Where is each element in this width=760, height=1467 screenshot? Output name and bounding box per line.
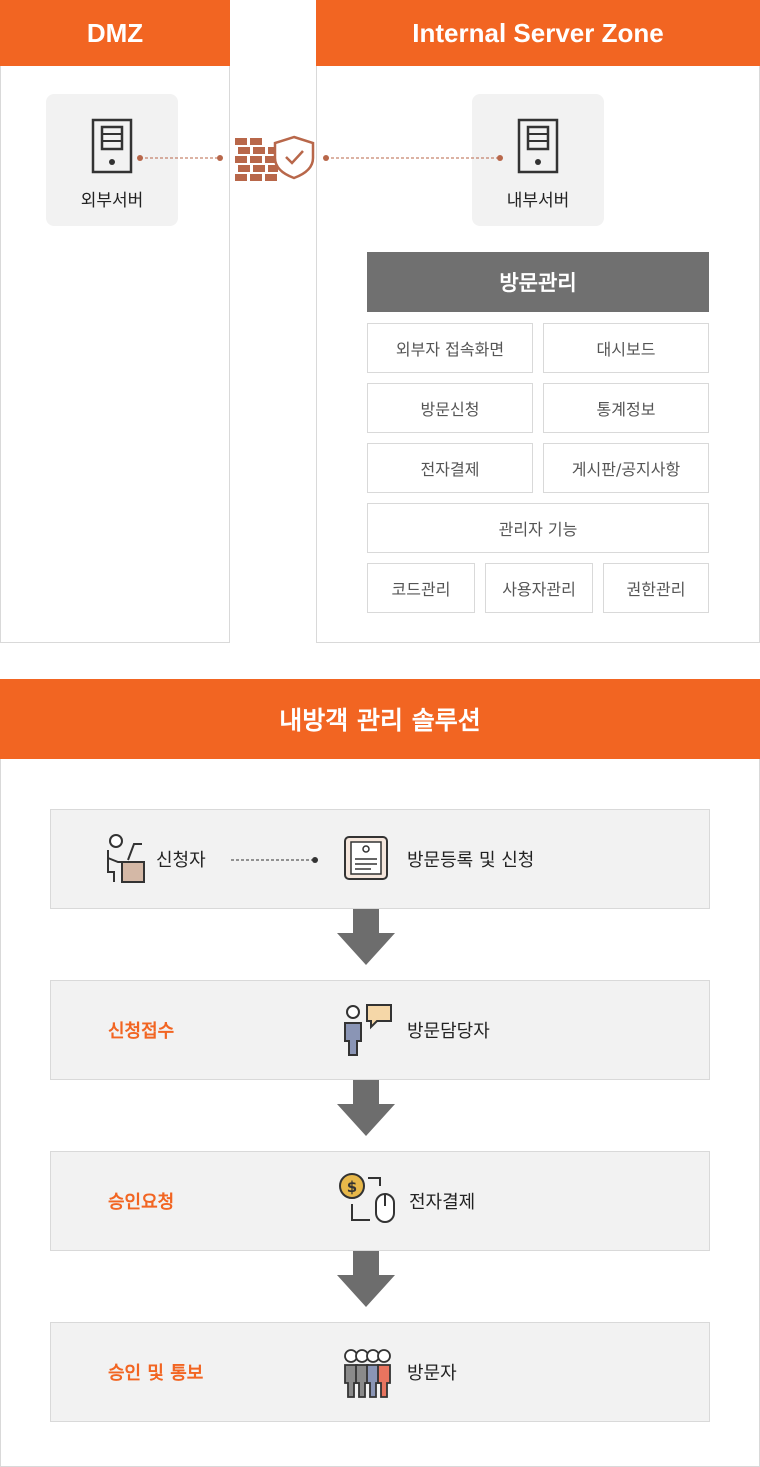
step-approval-request: 승인요청 $ 전자결제 xyxy=(50,1151,710,1251)
cell-user-management[interactable]: 사용자관리 xyxy=(485,563,593,613)
approval-request-label: 승인요청 xyxy=(108,1192,175,1213)
cell-code-management[interactable]: 코드관리 xyxy=(367,563,475,613)
step-apply: 신청자 방문등록 및 신청 xyxy=(50,809,710,909)
server-icon xyxy=(517,118,559,174)
dmz-zone: DMZ 외부서버 xyxy=(0,0,230,643)
registration-label: 방문등록 및 신청 xyxy=(407,850,535,871)
visitor-label: 방문자 xyxy=(407,1363,457,1384)
cell-admin-functions[interactable]: 관리자 기능 xyxy=(367,503,709,553)
cell-external-access[interactable]: 외부자 접속화면 xyxy=(367,323,533,373)
external-server-label: 외부서버 xyxy=(80,191,144,211)
server-icon xyxy=(91,118,133,174)
cell-permission-management[interactable]: 권한관리 xyxy=(603,563,709,613)
cell-statistics[interactable]: 통계정보 xyxy=(543,383,709,433)
cell-e-approval[interactable]: 전자결제 xyxy=(367,443,533,493)
staff-chat-icon xyxy=(344,1004,392,1056)
payment-icon: $ xyxy=(339,1173,395,1223)
dmz-zone-title: DMZ xyxy=(0,0,230,66)
applicant-label: 신청자 xyxy=(156,850,206,871)
network-connection xyxy=(137,135,503,181)
cell-board-notice[interactable]: 게시판/공지사항 xyxy=(543,443,709,493)
internal-server-card: 내부서버 xyxy=(472,94,604,226)
step-receipt: 신청접수 방문담당자 xyxy=(50,980,710,1080)
internal-server-label: 내부서버 xyxy=(506,191,570,211)
approval-notify-label: 승인 및 통보 xyxy=(108,1363,204,1384)
down-arrow-icon xyxy=(337,909,395,965)
down-arrow-icon xyxy=(337,1080,395,1136)
cell-visit-request[interactable]: 방문신청 xyxy=(367,383,533,433)
internal-zone-title: Internal Server Zone xyxy=(316,0,760,66)
step-connector xyxy=(231,857,318,863)
down-arrow-icon xyxy=(337,1251,395,1307)
e-approval-label: 전자결제 xyxy=(409,1192,476,1213)
solution-title: 내방객 관리 솔루션 xyxy=(0,679,760,759)
shield-check-icon xyxy=(273,135,315,180)
step-approval-notify: 승인 및 통보 방문자 xyxy=(50,1322,710,1422)
receipt-label: 신청접수 xyxy=(108,1021,175,1042)
registration-form-icon xyxy=(344,836,388,880)
applicant-icon xyxy=(107,834,145,883)
staff-label: 방문담당자 xyxy=(407,1021,490,1042)
visit-management-title: 방문관리 xyxy=(367,252,709,312)
cell-dashboard[interactable]: 대시보드 xyxy=(543,323,709,373)
firewall-icon xyxy=(235,138,278,181)
svg-text:$: $ xyxy=(347,1178,357,1196)
visitors-icon xyxy=(344,1349,391,1398)
external-server-card: 외부서버 xyxy=(46,94,178,226)
